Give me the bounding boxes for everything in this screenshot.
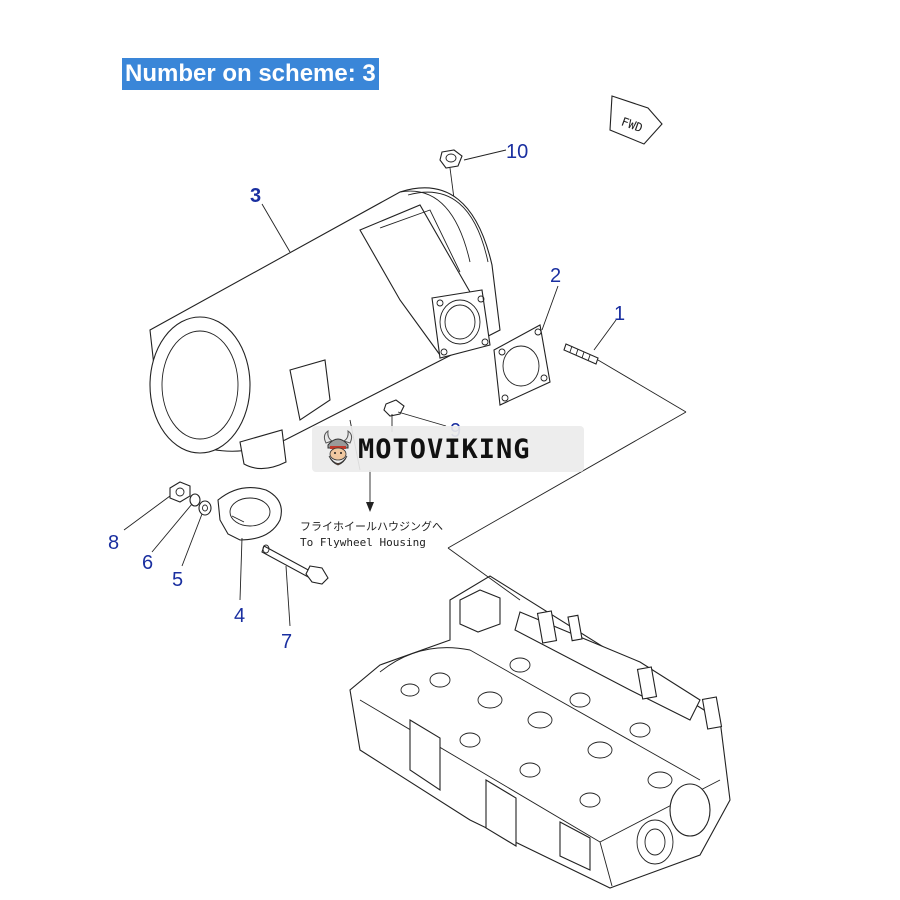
note-english: To Flywheel Housing: [300, 536, 426, 549]
note-japanese: フライホイールハウジングへ: [300, 519, 443, 533]
part-8-nut: [169, 481, 191, 503]
leader-lines: [123, 149, 687, 627]
watermark-brand-text: MOTOVIKING: [358, 433, 531, 465]
callout-5: 5: [172, 569, 183, 591]
fwd-text: FWD: [619, 115, 644, 136]
callout-7: 7: [281, 631, 292, 653]
callout-2: 2: [550, 265, 561, 287]
part-1-stud: [563, 343, 599, 365]
scheme-number-label: Number on scheme: 3: [122, 58, 379, 90]
callout-1: 1: [614, 303, 625, 325]
callout-8: 8: [108, 532, 119, 554]
part-2-gasket: [493, 324, 551, 406]
callout-10: 10: [506, 141, 528, 163]
callout-3: 3: [250, 185, 261, 207]
part-3-muffler: [149, 187, 501, 471]
part-4-clamp: [217, 487, 282, 541]
watermark: MOTOVIKING: [312, 426, 584, 472]
viking-logo-icon: [323, 429, 353, 466]
fwd-direction-arrow: FWD: [609, 95, 663, 145]
callout-4: 4: [234, 605, 245, 627]
rocker-ports: [400, 657, 673, 808]
part-6-lock-washer: [189, 493, 201, 507]
callout-6: 6: [142, 552, 153, 574]
part-7-bolt: [261, 544, 329, 585]
part-5-washer: [198, 500, 212, 516]
cylinder-head: [349, 575, 731, 889]
